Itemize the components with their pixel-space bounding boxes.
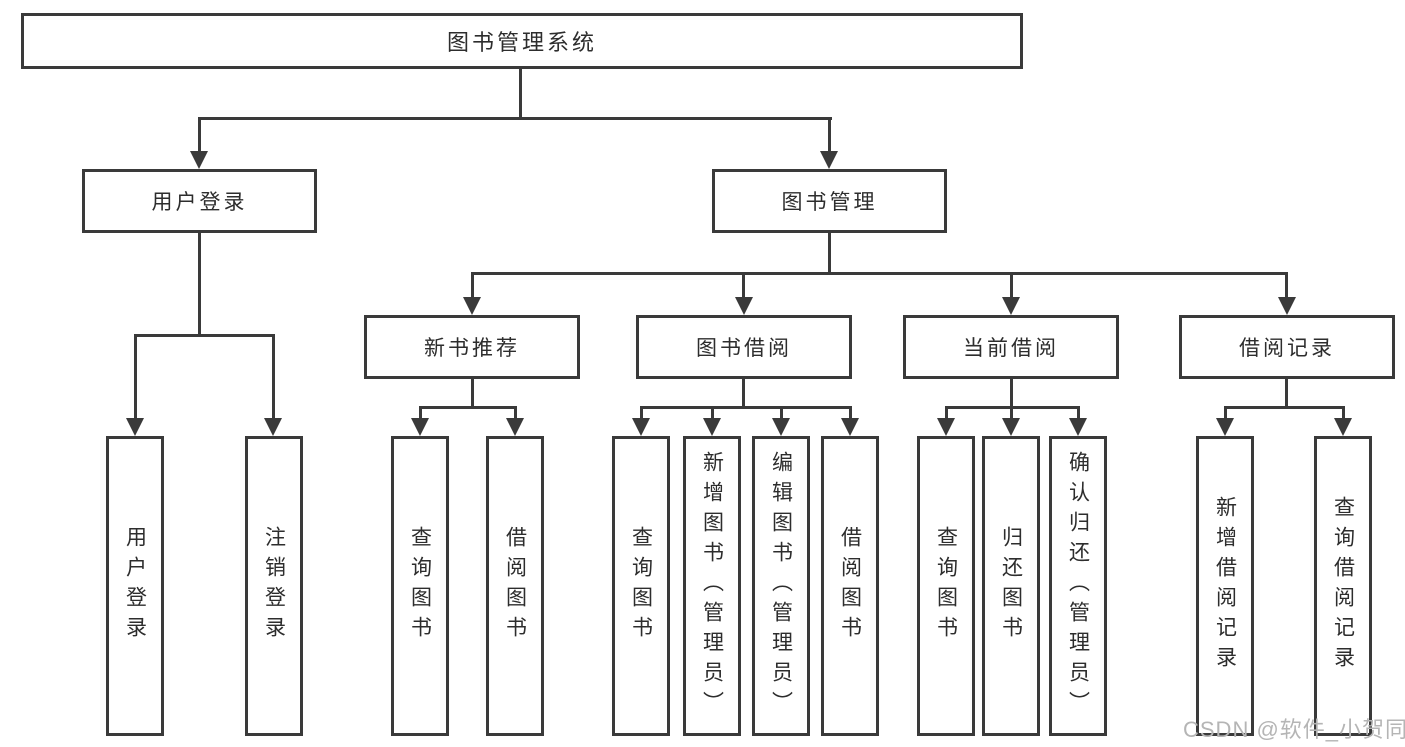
leaf-label: 归还图书 bbox=[999, 526, 1023, 646]
arrow-down-icon bbox=[1334, 418, 1352, 436]
node-label: 当前借阅 bbox=[963, 337, 1059, 360]
arrow-down-icon bbox=[1069, 418, 1087, 436]
node-label: 图书管理 bbox=[781, 191, 878, 214]
node-book-management: 图书管理 bbox=[712, 169, 947, 233]
connector-line bbox=[419, 406, 422, 423]
leaf-search-books-recommend: 查询图书 bbox=[391, 436, 449, 736]
connector-line bbox=[742, 272, 745, 300]
leaf-add-borrow-record: 新增借阅记录 bbox=[1196, 436, 1254, 736]
arrow-down-icon bbox=[841, 418, 859, 436]
leaf-borrow-books-recommend: 借阅图书 bbox=[486, 436, 544, 736]
leaf-user-login: 用户登录 bbox=[106, 436, 164, 736]
connector-line bbox=[1077, 406, 1080, 423]
connector-line bbox=[1342, 406, 1345, 423]
leaf-label: 借阅图书 bbox=[503, 526, 527, 646]
leaf-label: 查询借阅记录 bbox=[1331, 496, 1355, 676]
node-new-book-recommendation: 新书推荐 bbox=[364, 315, 580, 379]
leaf-label: 查询图书 bbox=[629, 526, 653, 646]
connector-line bbox=[1010, 379, 1013, 406]
connector-line bbox=[198, 117, 832, 120]
leaf-label: 用户登录 bbox=[123, 526, 147, 646]
leaf-edit-book-admin: 编辑图书（管理员） bbox=[752, 436, 810, 736]
leaf-label: 新增图书（管理员） bbox=[700, 451, 724, 721]
node-label: 借阅记录 bbox=[1239, 337, 1335, 360]
connector-line bbox=[640, 406, 643, 423]
leaf-borrow-books: 借阅图书 bbox=[821, 436, 879, 736]
watermark: CSDN @软件_小贺同学 bbox=[1183, 717, 1405, 742]
leaf-label: 注销登录 bbox=[262, 526, 286, 646]
connector-line bbox=[1010, 406, 1013, 423]
connector-line bbox=[849, 406, 852, 423]
arrow-down-icon bbox=[632, 418, 650, 436]
connector-line bbox=[1224, 406, 1227, 423]
connector-line bbox=[640, 406, 852, 409]
leaf-search-borrow-record: 查询借阅记录 bbox=[1314, 436, 1372, 736]
leaf-search-books-current: 查询图书 bbox=[917, 436, 975, 736]
connector-line bbox=[519, 69, 522, 117]
connector-line bbox=[1285, 272, 1288, 300]
arrow-down-icon bbox=[1216, 418, 1234, 436]
node-label: 图书借阅 bbox=[696, 337, 792, 360]
leaf-label: 查询图书 bbox=[934, 526, 958, 646]
connector-line bbox=[1010, 272, 1013, 300]
leaf-add-book-admin: 新增图书（管理员） bbox=[683, 436, 741, 736]
leaf-return-book: 归还图书 bbox=[982, 436, 1040, 736]
connector-line bbox=[945, 406, 948, 423]
connector-line bbox=[134, 334, 137, 422]
arrow-down-icon bbox=[735, 297, 753, 315]
leaf-logout: 注销登录 bbox=[245, 436, 303, 736]
node-root: 图书管理系统 bbox=[21, 13, 1023, 69]
connector-line bbox=[828, 117, 831, 155]
arrow-down-icon bbox=[820, 151, 838, 169]
connector-line bbox=[134, 334, 275, 337]
connector-line bbox=[1224, 406, 1345, 409]
arrow-down-icon bbox=[937, 418, 955, 436]
arrow-down-icon bbox=[772, 418, 790, 436]
node-label: 用户登录 bbox=[151, 191, 248, 214]
connector-line bbox=[471, 379, 474, 406]
arrow-down-icon bbox=[411, 418, 429, 436]
node-book-borrowing: 图书借阅 bbox=[636, 315, 852, 379]
connector-line bbox=[1285, 379, 1288, 406]
leaf-label: 编辑图书（管理员） bbox=[769, 451, 793, 721]
connector-line bbox=[514, 406, 517, 423]
connector-line bbox=[711, 406, 714, 423]
connector-line bbox=[419, 406, 517, 409]
arrow-down-icon bbox=[126, 418, 144, 436]
arrow-down-icon bbox=[190, 151, 208, 169]
arrow-down-icon bbox=[1002, 297, 1020, 315]
connector-line bbox=[828, 233, 831, 272]
leaf-label: 确认归还（管理员） bbox=[1066, 451, 1090, 721]
arrow-down-icon bbox=[703, 418, 721, 436]
leaf-confirm-return-admin: 确认归还（管理员） bbox=[1049, 436, 1107, 736]
node-label: 新书推荐 bbox=[424, 337, 520, 360]
arrow-down-icon bbox=[264, 418, 282, 436]
connector-line bbox=[471, 272, 1288, 275]
connector-line bbox=[471, 272, 474, 300]
connector-line bbox=[272, 334, 275, 422]
connector-line bbox=[198, 117, 201, 155]
node-root-label: 图书管理系统 bbox=[446, 30, 597, 55]
leaf-label: 借阅图书 bbox=[838, 526, 862, 646]
node-user-login: 用户登录 bbox=[82, 169, 317, 233]
node-current-borrowing: 当前借阅 bbox=[903, 315, 1119, 379]
connector-line bbox=[198, 233, 201, 334]
arrow-down-icon bbox=[1278, 297, 1296, 315]
arrow-down-icon bbox=[463, 297, 481, 315]
leaf-search-books-borrow: 查询图书 bbox=[612, 436, 670, 736]
node-borrowing-records: 借阅记录 bbox=[1179, 315, 1395, 379]
leaf-label: 查询图书 bbox=[408, 526, 432, 646]
connector-line bbox=[742, 379, 745, 406]
leaf-label: 新增借阅记录 bbox=[1213, 496, 1237, 676]
arrow-down-icon bbox=[1002, 418, 1020, 436]
connector-line bbox=[780, 406, 783, 423]
arrow-down-icon bbox=[506, 418, 524, 436]
